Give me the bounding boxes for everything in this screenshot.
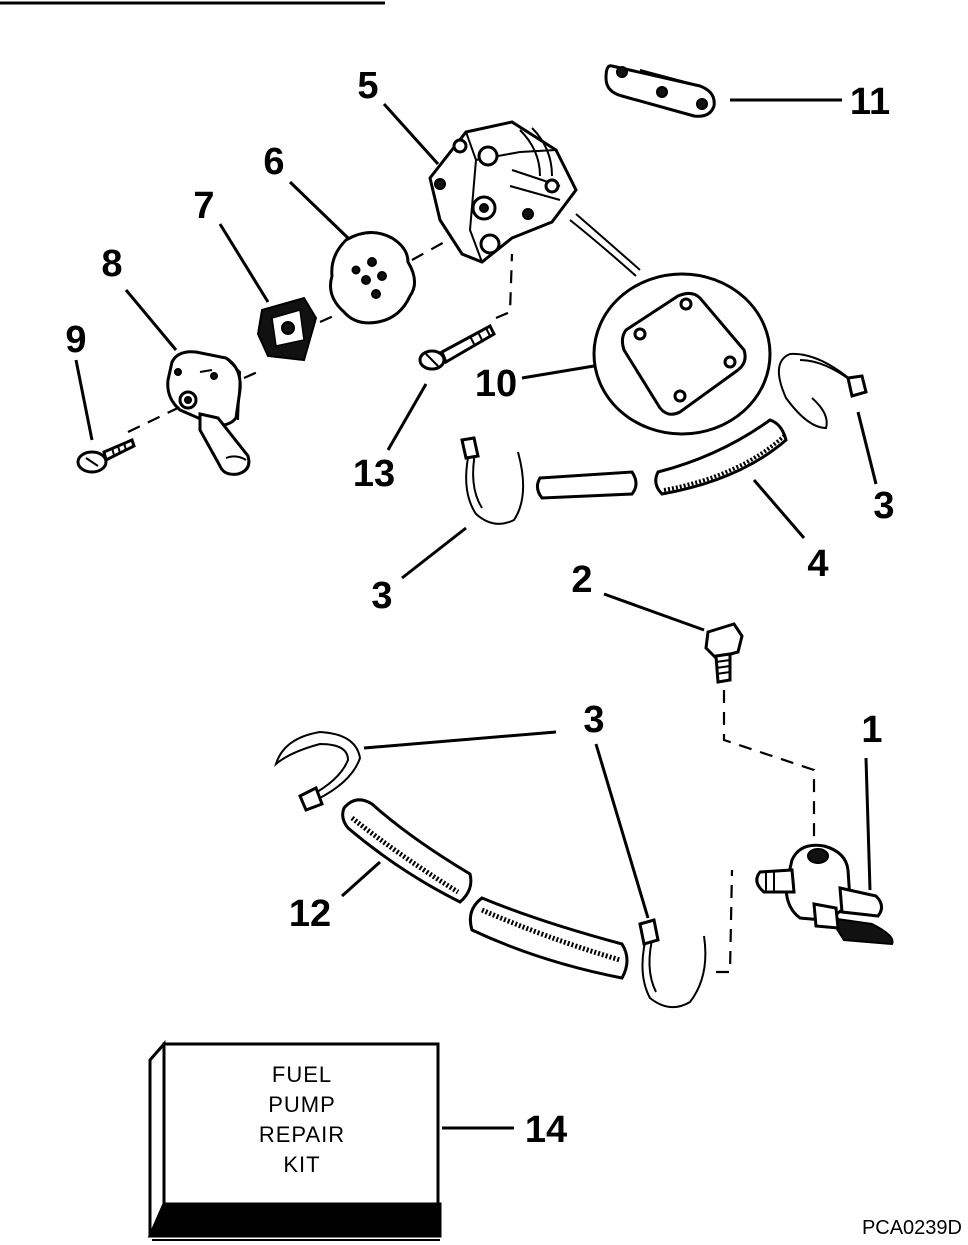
part-14-repair-kit-box [147,1040,442,1241]
part-12-hose-lower [341,798,629,980]
part-3-clamp-upper-left [460,436,525,525]
part-10-mounting-disc [569,213,772,436]
part-8-cover [166,350,251,476]
callout-3-upper-left: 3 [371,575,392,617]
callout-6: 6 [263,141,284,183]
part-7-gasket [256,296,318,362]
callout-7: 7 [193,185,214,227]
part-4-hose-upper [535,418,788,500]
alignment-line-upper [127,239,449,433]
callout-3-upper-right: 3 [873,485,894,527]
callout-10: 10 [475,363,517,405]
part-6-diaphragm [329,231,416,325]
callout-2: 2 [571,559,592,601]
figure-code: PCA0239D [862,1217,962,1239]
alignment-line-lower-right [722,690,816,840]
part-2-screw [704,622,744,684]
kit-label-line-4: KIT [283,1152,320,1177]
part-3-clamp-upper-right [778,352,868,430]
part-3-clamp-lower-right [638,918,707,1009]
callout-13: 13 [353,453,395,495]
callout-5: 5 [357,65,378,107]
callout-4: 4 [807,543,828,585]
callout-1: 1 [861,709,882,751]
part-9-screw [76,437,136,474]
kit-label-line-3: REPAIR [259,1122,345,1147]
callout-8: 8 [101,243,122,285]
callout-9: 9 [65,319,86,361]
leader-lines [74,98,878,1130]
part-3-clamp-lower-left [274,730,362,812]
part-1-valve [755,843,894,946]
alignment-line-screw [495,253,514,320]
part-5-pump-body [428,120,578,264]
part-13-screw [418,323,496,371]
callout-12: 12 [289,893,331,935]
callout-14: 14 [525,1109,567,1151]
callout-11: 11 [850,81,890,123]
alignment-line-clamp-valve [716,869,734,974]
kit-label-line-1: FUEL [272,1062,332,1087]
kit-label-line-2: PUMP [268,1092,336,1117]
part-11-plate [604,64,716,118]
callout-3-lower: 3 [583,699,604,741]
